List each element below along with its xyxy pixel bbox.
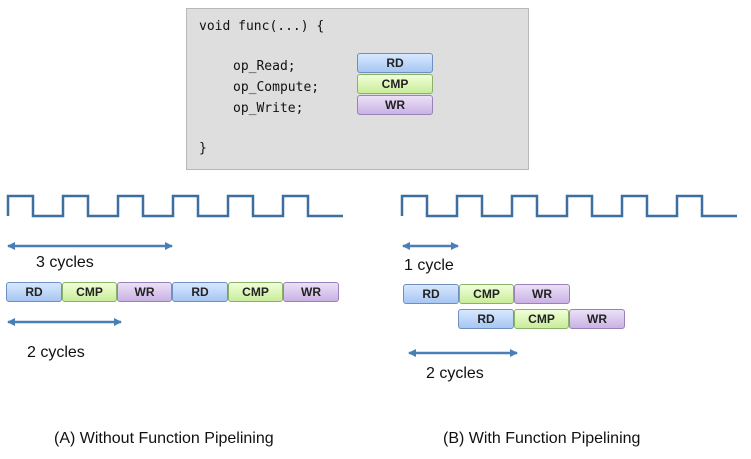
code-line-signature: void func(...) {: [199, 19, 325, 34]
code-line-read: op_Read;: [233, 59, 296, 74]
left-rd-chip-1: RD: [6, 282, 62, 302]
code-line-write: op_Write;: [233, 101, 304, 116]
right-wr-chip-2: WR: [569, 309, 625, 329]
code-wr-chip: WR: [357, 95, 433, 115]
code-cmp-chip: CMP: [357, 74, 433, 94]
code-box: void func(...) { op_Read; op_Compute; op…: [186, 8, 529, 170]
code-line-close: }: [199, 141, 207, 156]
left-cmp-chip-1: CMP: [62, 282, 117, 302]
right-rd-chip-2: RD: [458, 309, 514, 329]
code-rd-chip: RD: [357, 53, 433, 73]
left-wr-chip-1: WR: [117, 282, 172, 302]
left-wr-chip-2: WR: [283, 282, 339, 302]
left-span-top-label: 3 cycles: [36, 254, 94, 271]
right-cmp-chip-2: CMP: [514, 309, 569, 329]
code-line-compute: op_Compute;: [233, 80, 320, 95]
right-clock-waveform: [400, 194, 737, 218]
right-wr-chip-1: WR: [514, 284, 570, 304]
right-rd-chip-1: RD: [403, 284, 459, 304]
left-rd-chip-2: RD: [172, 282, 228, 302]
left-cmp-chip-2: CMP: [228, 282, 283, 302]
left-span-bottom-label: 2 cycles: [27, 344, 85, 361]
right-span-top-label: 1 cycle: [404, 257, 454, 274]
left-caption: (A) Without Function Pipelining: [54, 430, 274, 447]
right-span-bottom-label: 2 cycles: [426, 365, 484, 382]
right-cmp-chip-1: CMP: [459, 284, 514, 304]
right-caption: (B) With Function Pipelining: [443, 430, 641, 447]
left-clock-waveform: [6, 194, 343, 218]
